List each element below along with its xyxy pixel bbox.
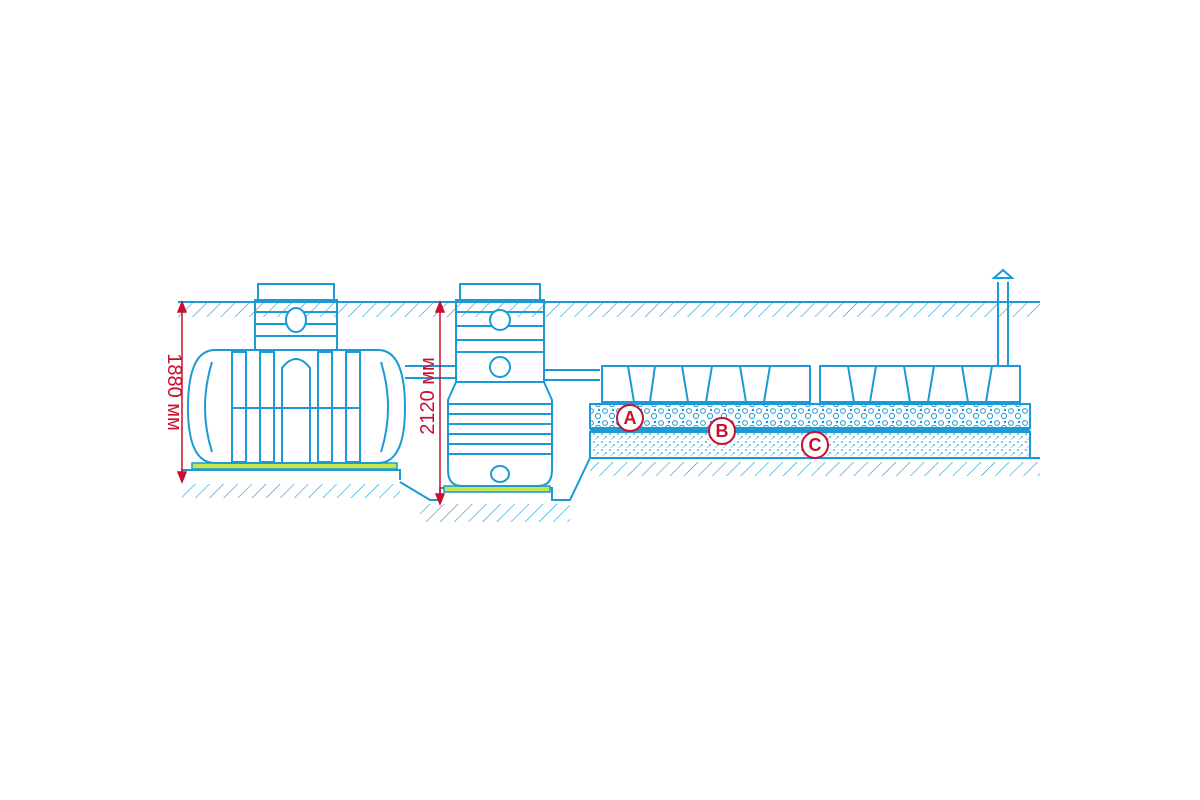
infiltration-tunnels (601, 365, 1021, 403)
ground-surface (178, 301, 1040, 317)
ventilation-riser (991, 268, 1015, 366)
connecting-pipe (405, 365, 456, 379)
marker-a: A (616, 404, 644, 432)
left-height-label: 1880 мм (163, 353, 185, 431)
marker-b: B (708, 417, 736, 445)
marker-c-label: C (809, 435, 822, 455)
left-septic-tank (186, 283, 407, 464)
gravel-layer (589, 403, 1031, 429)
right-height-dimension (434, 299, 446, 507)
marker-a-label: A (624, 408, 637, 428)
outlet-pipe (544, 369, 600, 381)
left-height-dimension (176, 299, 188, 485)
soil-hatching (182, 462, 1040, 522)
right-septic-tank (447, 283, 553, 487)
right-height-label: 2120 мм (417, 357, 439, 435)
marker-b-label: B (716, 421, 729, 441)
marker-c: C (801, 431, 829, 459)
